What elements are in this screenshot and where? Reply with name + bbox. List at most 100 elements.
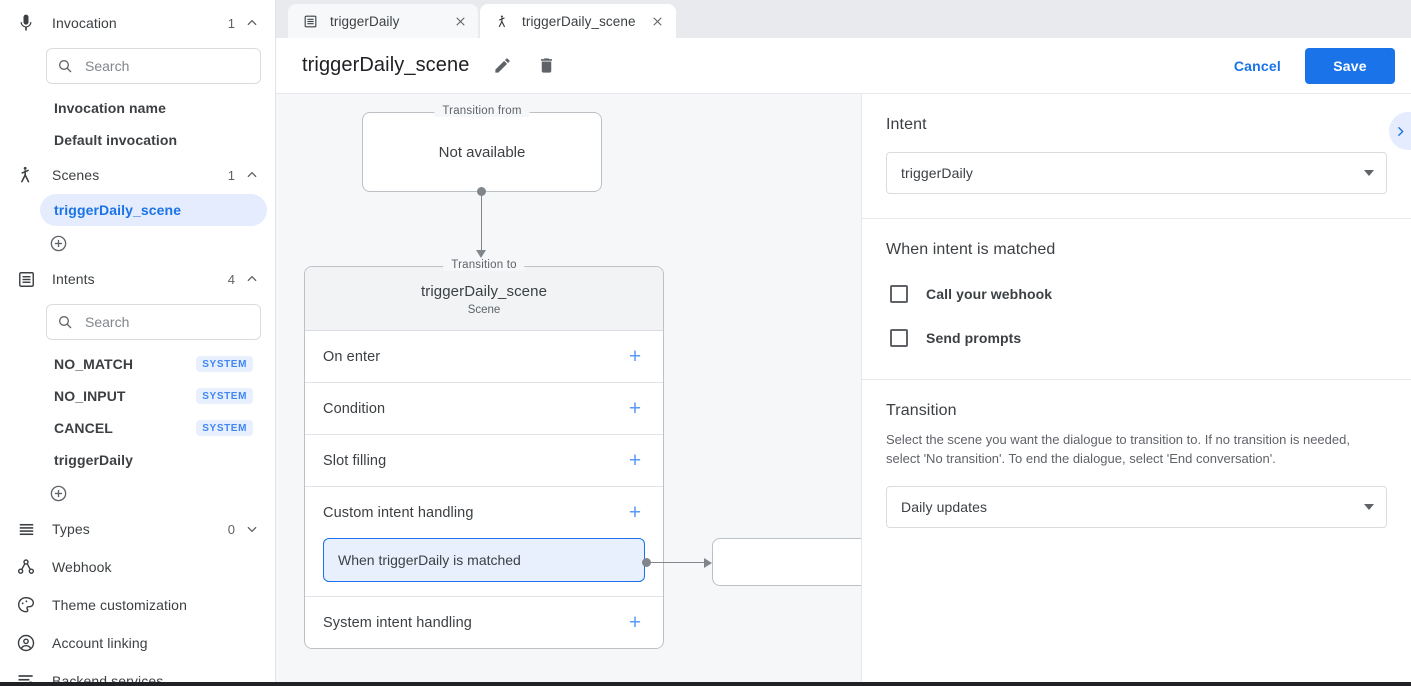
transition-select-value: Daily updates bbox=[901, 499, 988, 515]
sidebar-section-label: Intents bbox=[52, 271, 95, 287]
pencil-icon[interactable] bbox=[491, 55, 513, 77]
invocation-search-box[interactable] bbox=[46, 48, 261, 84]
sidebar-item-no-input[interactable]: NO_INPUT SYSTEM bbox=[40, 380, 267, 412]
status-badge: SYSTEM bbox=[196, 420, 253, 436]
checkbox-call-your-webhook[interactable] bbox=[890, 285, 908, 303]
sidebar-item-label: triggerDaily_scene bbox=[54, 202, 182, 218]
status-badge: SYSTEM bbox=[196, 356, 253, 372]
scene-row-head: Slot filling + bbox=[323, 435, 645, 486]
scene-row-slot-filling[interactable]: Slot filling + bbox=[305, 435, 663, 487]
add-icon[interactable]: + bbox=[628, 611, 642, 634]
transition-target-node[interactable]: Tr Dail bbox=[712, 538, 861, 586]
connector-arrow-right bbox=[704, 558, 712, 568]
transition-select[interactable]: Daily updates bbox=[886, 486, 1387, 528]
dropdown-caret-icon bbox=[1364, 504, 1374, 510]
connector-line-horizontal bbox=[651, 562, 706, 563]
sidebar-item-cancel[interactable]: CANCEL SYSTEM bbox=[40, 412, 267, 444]
connector-arrow-down bbox=[476, 250, 486, 258]
intents-search-wrap bbox=[0, 298, 275, 348]
invocation-search-wrap bbox=[0, 42, 275, 92]
intent-select[interactable]: triggerDaily bbox=[886, 152, 1387, 194]
account-circle-icon bbox=[14, 631, 38, 655]
sidebar-item-triggerdaily[interactable]: triggerDaily bbox=[40, 444, 267, 476]
intent-handler-chip[interactable]: When triggerDaily is matched bbox=[323, 538, 645, 582]
cancel-button[interactable]: Cancel bbox=[1220, 50, 1295, 82]
sidebar-section-label: Invocation bbox=[52, 15, 117, 31]
panel-section-transition: Transition Select the scene you want the… bbox=[862, 380, 1411, 552]
sidebar-section-intents[interactable]: Intents 4 bbox=[0, 260, 275, 298]
chevron-up-icon[interactable] bbox=[245, 272, 259, 286]
sidebar-section-types[interactable]: Types 0 bbox=[0, 510, 275, 548]
transition-from-value: Not available bbox=[438, 143, 526, 161]
scene-canvas[interactable]: Transition from Not available Transition… bbox=[276, 94, 862, 686]
add-circle-icon[interactable] bbox=[48, 483, 68, 503]
sidebar-section-label: Scenes bbox=[52, 167, 100, 183]
tab-strip: triggerDaily triggerDaily_scene bbox=[276, 0, 1411, 38]
add-icon[interactable]: + bbox=[628, 345, 642, 368]
connector-line-vertical bbox=[481, 192, 482, 254]
sidebar-item-invocation-name[interactable]: Invocation name bbox=[40, 92, 267, 124]
panel-section-description: Select the scene you want the dialogue t… bbox=[886, 432, 1350, 466]
page-title: triggerDaily_scene bbox=[302, 54, 470, 76]
scene-row-label: System intent handling bbox=[323, 614, 472, 631]
intents-icon bbox=[302, 13, 318, 29]
add-icon[interactable]: + bbox=[628, 501, 642, 524]
chevron-right-icon[interactable] bbox=[1389, 112, 1411, 150]
close-icon[interactable] bbox=[648, 11, 668, 31]
connector-dot bbox=[477, 187, 486, 196]
sidebar-section-invocation[interactable]: Invocation 1 bbox=[0, 4, 275, 42]
panel-section-when-intent-matched: When intent is matched Call your webhook… bbox=[862, 219, 1411, 380]
add-icon[interactable]: + bbox=[628, 449, 642, 472]
tab-triggerdaily-scene[interactable]: triggerDaily_scene bbox=[480, 4, 676, 38]
close-icon[interactable] bbox=[450, 11, 470, 31]
transition-from-node[interactable]: Transition from Not available bbox=[362, 105, 602, 192]
add-circle-icon[interactable] bbox=[48, 233, 68, 253]
sidebar-item-label: Webhook bbox=[52, 559, 112, 575]
scene-row-custom-intent-handling[interactable]: Custom intent handling + When triggerDai… bbox=[305, 487, 663, 597]
bottom-strip bbox=[0, 682, 1411, 686]
invocation-search-input[interactable] bbox=[83, 57, 250, 75]
sidebar-item-label: Default invocation bbox=[54, 132, 178, 148]
scene-row-label: On enter bbox=[323, 348, 381, 365]
sidebar-item-account-linking[interactable]: Account linking bbox=[0, 624, 275, 662]
scene-row-label: Custom intent handling bbox=[323, 504, 474, 521]
scene-row-label: Condition bbox=[323, 400, 386, 417]
connector-dot bbox=[642, 558, 651, 567]
checkbox-send-prompts[interactable] bbox=[890, 329, 908, 347]
scene-node[interactable]: Transition to triggerDaily_scene Scene O… bbox=[304, 259, 664, 649]
intents-search-input[interactable] bbox=[83, 313, 250, 331]
tab-label: triggerDaily_scene bbox=[522, 13, 636, 29]
sidebar-item-default-invocation[interactable]: Default invocation bbox=[40, 124, 267, 156]
dropdown-caret-icon bbox=[1364, 170, 1374, 176]
scene-row-system-intent-handling[interactable]: System intent handling + bbox=[305, 597, 663, 648]
add-icon[interactable]: + bbox=[628, 397, 642, 420]
checkbox-row-send-prompts[interactable]: Send prompts bbox=[886, 321, 1387, 355]
tab-triggerdaily[interactable]: triggerDaily bbox=[288, 4, 478, 38]
scene-row-condition[interactable]: Condition + bbox=[305, 383, 663, 435]
scene-row-label: Slot filling bbox=[323, 452, 387, 469]
sidebar-item-label: CANCEL bbox=[54, 420, 113, 436]
sidebar-item-no-match[interactable]: NO_MATCH SYSTEM bbox=[40, 348, 267, 380]
save-button[interactable]: Save bbox=[1305, 47, 1395, 84]
sidebar-section-count: 1 bbox=[227, 167, 235, 183]
checkbox-row-call-your-webhook[interactable]: Call your webhook bbox=[886, 277, 1387, 311]
types-icon bbox=[14, 517, 38, 541]
chevron-up-icon[interactable] bbox=[245, 168, 259, 182]
sidebar-item-webhook[interactable]: Webhook bbox=[0, 548, 275, 586]
chevron-down-icon[interactable] bbox=[245, 522, 259, 536]
sidebar-item-label: Theme customization bbox=[52, 597, 187, 613]
panel-section-title: When intent is matched bbox=[886, 241, 1056, 258]
intents-icon bbox=[14, 267, 38, 291]
sidebar-item-triggerdaily-scene[interactable]: triggerDaily_scene bbox=[40, 194, 267, 226]
sidebar-section-scenes[interactable]: Scenes 1 bbox=[0, 156, 275, 194]
trash-icon[interactable] bbox=[535, 55, 557, 77]
intents-search-box[interactable] bbox=[46, 304, 261, 340]
sidebar-item-label: triggerDaily bbox=[54, 452, 133, 468]
chevron-up-icon[interactable] bbox=[245, 16, 259, 30]
checkbox-label: Send prompts bbox=[926, 330, 1022, 346]
scene-row-on-enter[interactable]: On enter + bbox=[305, 331, 663, 383]
intent-handler-chip-label: When triggerDaily is matched bbox=[338, 552, 521, 568]
sidebar-item-theme-customization[interactable]: Theme customization bbox=[0, 586, 275, 624]
scenes-icon bbox=[14, 163, 38, 187]
